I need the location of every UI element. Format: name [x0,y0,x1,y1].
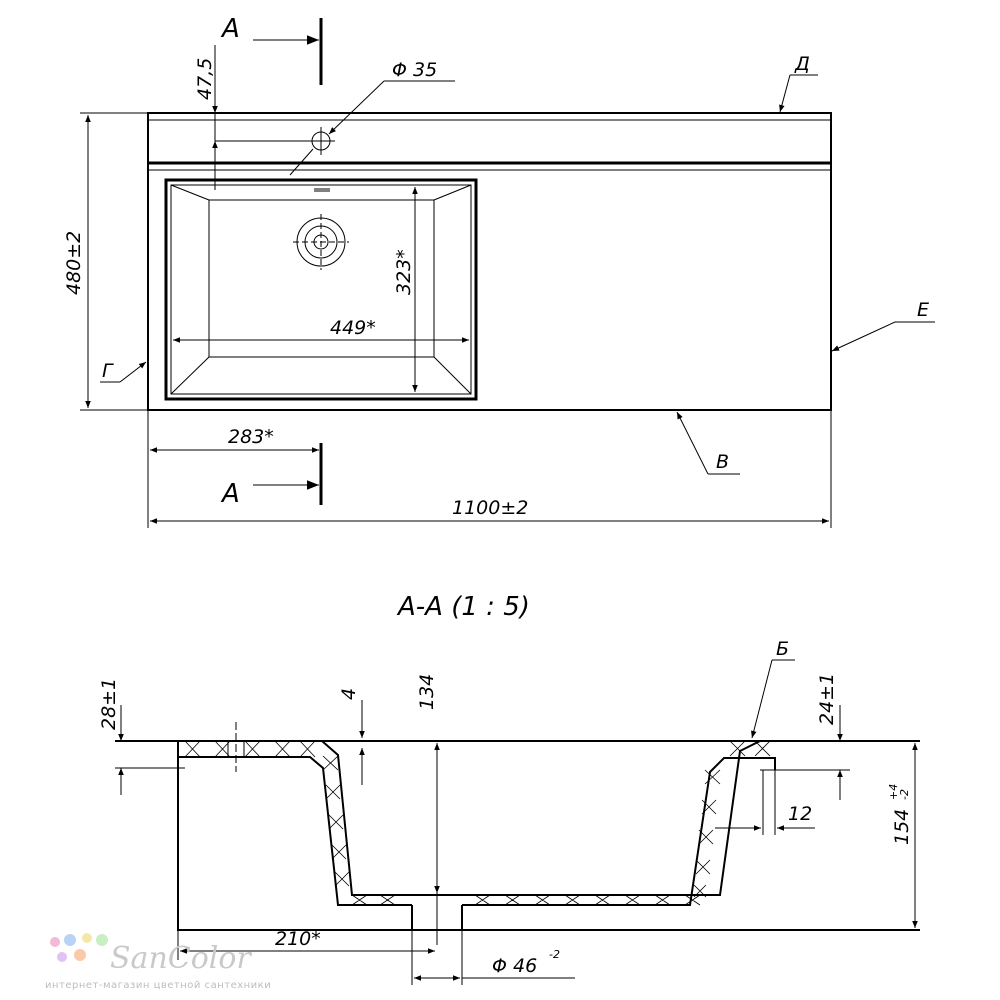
faucet-hole-icon [307,127,335,155]
dim-480: 480±2 [63,112,148,411]
dim-47-5: 47,5 [194,45,307,190]
dim-24-label: 24±1 [816,673,838,725]
mark-d-label: Д [794,53,810,75]
dim-4: 4 [338,688,365,785]
dim-449: 449* [173,317,469,343]
dim-323-label: 323* [393,249,415,295]
dim-12-label: 12 [788,803,812,825]
dim-28: 28±1 [98,678,124,795]
dim-210: 210* [177,928,435,960]
brand-dots-icon [50,933,108,962]
dim-449-label: 449* [330,317,376,339]
dim-d46: Φ 46 -2 [411,930,575,985]
dim-154-label: 154 [891,809,913,845]
dim-210-label: 210* [275,928,321,950]
dim-28-label: 28±1 [98,678,120,730]
dim-134: 134 [416,674,440,893]
section-view: 28±1 4 134 Б 24±1 [98,638,920,985]
dim-1100: 1100±2 [150,410,832,528]
dim-12: 12 [715,770,815,835]
brand-name: SanColor [110,941,252,976]
mark-d: Д [779,53,818,113]
mark-v: В [676,411,740,475]
sink-bowl [164,178,478,401]
section-mark-top: A [220,14,323,85]
mark-e-label: Е [917,299,929,321]
dim-323: 323* [393,187,418,392]
dim-154-tol-up: +4 [887,784,900,800]
mark-b-label: Б [776,638,789,660]
dim-1100-label: 1100±2 [452,497,528,519]
mark-g-label: Г [102,360,114,382]
dim-d35: Φ 35 [289,59,455,176]
section-title: А-А (1 : 5) [396,592,530,622]
dim-d46-label: Φ 46 [492,955,537,977]
brand-watermark: SanColor интернет-магазин цветной сантех… [45,933,271,991]
dim-154: 154 +4 -2 [887,743,918,928]
drain-icon [293,214,349,270]
mark-b: Б [751,638,795,739]
mark-g: Г [100,360,147,383]
dim-47-5-label: 47,5 [194,58,216,100]
dim-154-tol-down: -2 [898,789,911,800]
dim-283: 283* [147,410,319,528]
dim-24: 24±1 [760,673,850,800]
section-mark-bottom: A [220,443,323,509]
top-view: A A 47,5 Φ 35 Д [63,14,935,528]
dim-4-label: 4 [338,688,360,700]
dim-283-label: 283* [228,426,274,448]
dim-480-label: 480±2 [63,231,85,295]
dim-d46-tol: -2 [549,948,560,961]
countertop-outline [147,112,832,411]
brand-tagline: интернет-магазин цветной сантехники [45,980,271,991]
mark-v-label: В [716,451,729,473]
dim-134-label: 134 [416,674,438,710]
mark-e: Е [831,299,935,352]
section-letter-top: A [220,14,240,44]
section-letter-bottom: A [220,479,240,509]
dim-d35-label: Φ 35 [392,59,437,81]
shell-hatching [184,740,771,906]
